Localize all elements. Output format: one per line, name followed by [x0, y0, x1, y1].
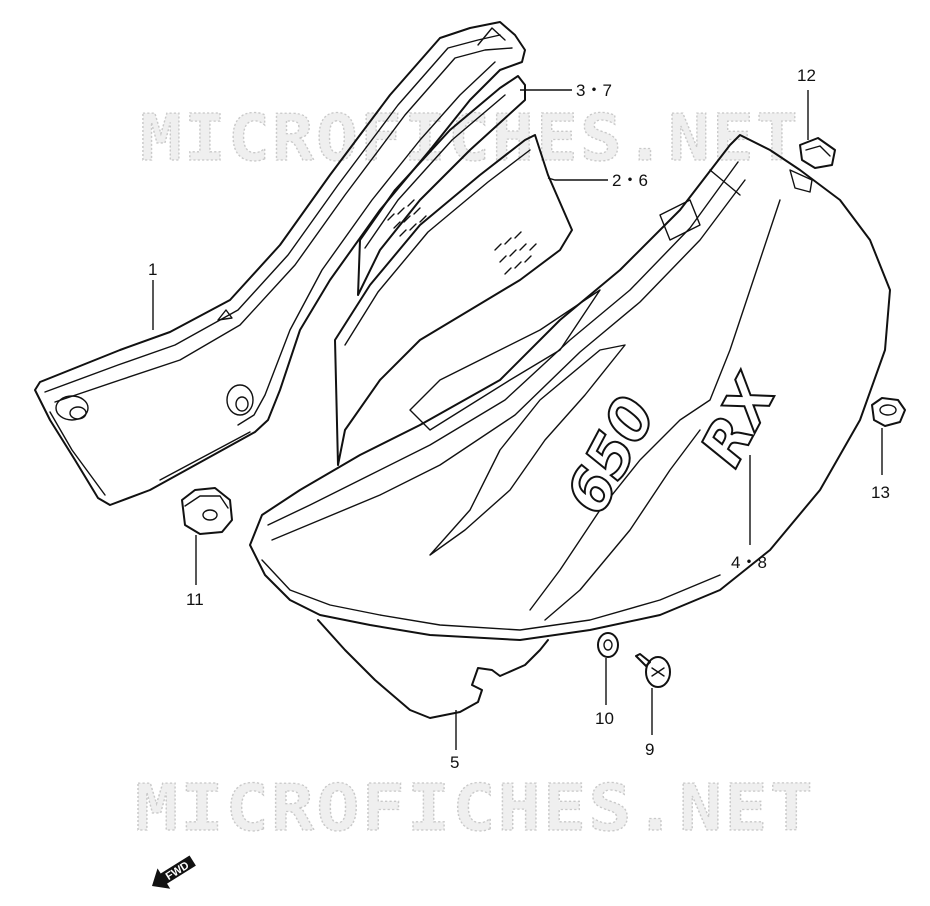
- clip-part-12: [799, 137, 836, 169]
- leader-lines: [152, 89, 883, 750]
- callout-2-6: 2・6: [612, 171, 648, 190]
- grommet-part-11: [181, 487, 233, 535]
- side-cover-part-4-8: [249, 134, 891, 641]
- fwd-direction-badge: FWD: [152, 855, 196, 889]
- inner-plate-part-2-6: [334, 134, 573, 466]
- bushing-part-13: [871, 397, 906, 427]
- callout-12: 12: [797, 66, 816, 85]
- svg-text:MICROFICHES.NET: MICROFICHES.NET: [135, 772, 815, 846]
- model-decal: 650: [551, 385, 670, 526]
- washer-part-10: [597, 632, 619, 658]
- frame-cover-part-1: [34, 21, 526, 506]
- callout-3-7: 3・7: [576, 81, 612, 100]
- callout-11: 11: [186, 590, 204, 609]
- lower-cover-part-5: [317, 619, 549, 719]
- callout-5: 5: [450, 753, 459, 772]
- screw-part-9: [635, 653, 671, 688]
- watermark-bottom: MICROFICHES.NET MICROFICHES.NET: [134, 771, 815, 846]
- callout-1: 1: [148, 260, 157, 279]
- svg-text:650: 650: [552, 386, 669, 525]
- callout-4-8: 4・8: [731, 553, 767, 572]
- model-suffix-decal: RX: [686, 362, 792, 478]
- svg-text:RX: RX: [687, 363, 791, 477]
- emblem-plate-part-3-7: [357, 75, 526, 296]
- callout-13: 13: [871, 483, 890, 502]
- svg-text:MICROFICHES.NET: MICROFICHES.NET: [135, 772, 815, 846]
- callout-9: 9: [645, 740, 654, 759]
- callout-10: 10: [595, 709, 614, 728]
